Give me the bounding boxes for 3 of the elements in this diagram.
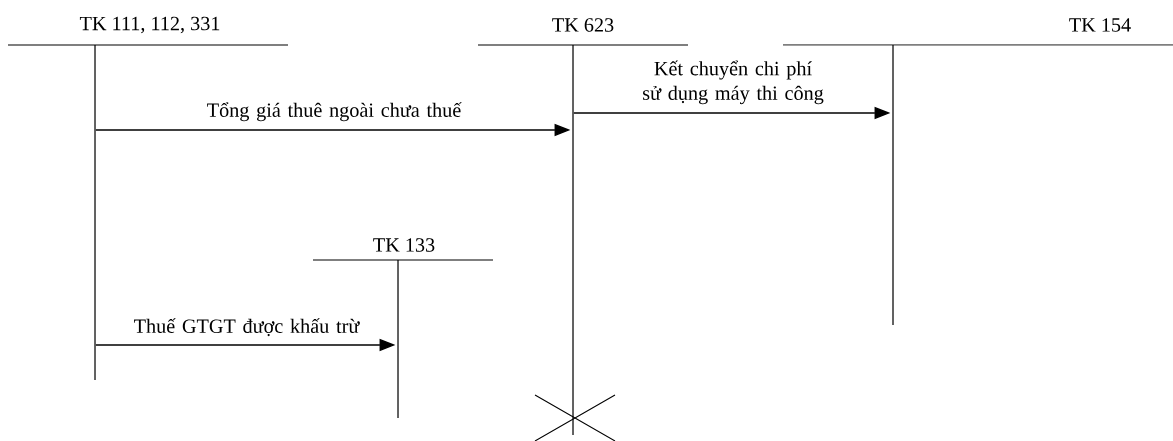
edge-label: Tổng giá thuê ngoài chưa thuế [207,102,462,122]
edge-label: Kết chuyển chi phí sử dụng máy thi công [643,60,824,105]
edge-label: Thuế GTGT được khấu trừ [134,318,360,337]
